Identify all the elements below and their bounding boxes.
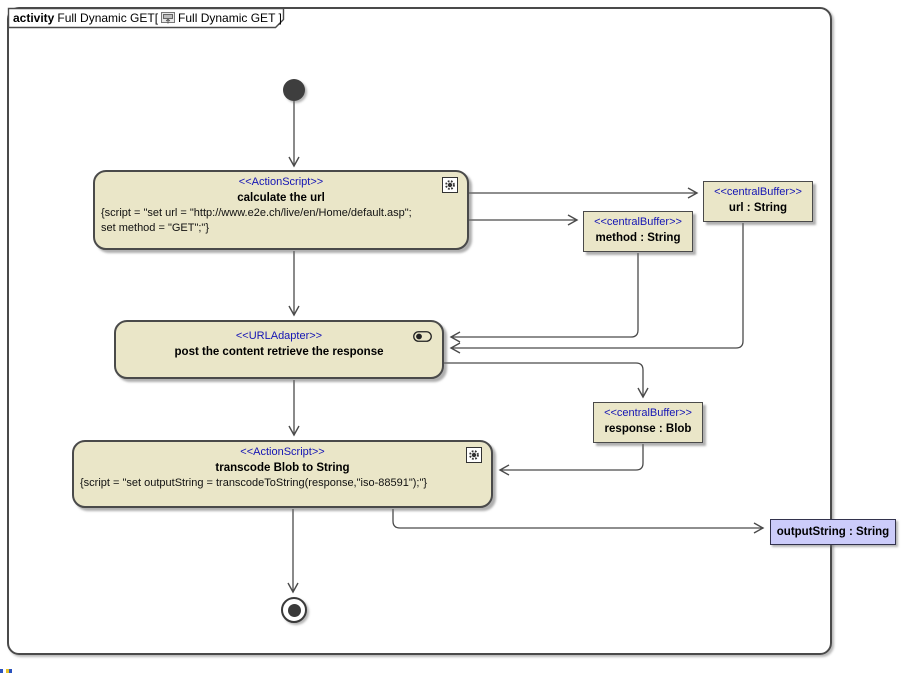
- gear-icon: [442, 177, 458, 193]
- edge-adapter-to-response-buffer[interactable]: [444, 362, 649, 399]
- buffer-name: method : String: [595, 232, 681, 244]
- activity-diagram-icon: [161, 11, 176, 25]
- screen-edge-artifact: [0, 669, 12, 673]
- stereotype-label: <<URLAdapter>>: [235, 330, 323, 342]
- activity-frame[interactable]: [7, 7, 832, 655]
- buffer-url[interactable]: <<centralBuffer>> url : String: [703, 181, 813, 222]
- edge-url-buffer-to-adapter[interactable]: [449, 223, 744, 354]
- frame-keyword: activity: [13, 11, 55, 25]
- script-text-line: {script = "set outputString = transcodeT…: [80, 477, 428, 489]
- edge-response-buffer-to-transcode[interactable]: [498, 444, 644, 476]
- final-node[interactable]: [281, 597, 307, 623]
- action-calculate-url[interactable]: <<ActionScript>> calculate the url {scri…: [93, 170, 469, 250]
- action-transcode[interactable]: <<ActionScript>> transcode Blob to Strin…: [72, 440, 493, 508]
- frame-title[interactable]: activity Full Dynamic GET[ Full Dynamic …: [8, 8, 284, 28]
- buffer-name: url : String: [728, 202, 788, 214]
- stereotype-label: <<centralBuffer>>: [604, 407, 692, 419]
- stereotype-label: <<ActionScript>>: [238, 176, 324, 188]
- stereotype-label: <<centralBuffer>>: [714, 186, 802, 198]
- frame-title-tab-shape[interactable]: [7, 7, 285, 29]
- frame-diagram-ref: Full Dynamic GET ]: [178, 11, 282, 25]
- action-name: transcode Blob to String: [215, 462, 350, 474]
- action-url-adapter[interactable]: <<URLAdapter>> post the content retrieve…: [114, 320, 444, 379]
- edge-method-buffer-to-adapter[interactable]: [449, 253, 639, 343]
- buffer-response[interactable]: <<centralBuffer>> response : Blob: [593, 402, 703, 443]
- edge-transcode-to-output-param[interactable]: [392, 509, 765, 534]
- script-text-line: {script = "set url = "http://www.e2e.ch/…: [101, 207, 412, 219]
- gear-icon: [466, 447, 482, 463]
- buffer-method[interactable]: <<centralBuffer>> method : String: [583, 211, 693, 252]
- action-name: post the content retrieve the response: [174, 346, 384, 358]
- stereotype-label: <<ActionScript>>: [240, 446, 325, 458]
- param-output-string[interactable]: outputString : String: [770, 519, 896, 545]
- final-node-dot: [287, 603, 301, 617]
- param-name: outputString : String: [776, 526, 890, 538]
- script-text-line: set method = "GET";"}: [101, 222, 210, 234]
- action-name: calculate the url: [237, 192, 325, 204]
- initial-node[interactable]: [283, 79, 305, 101]
- frame-name: Full Dynamic GET[: [57, 11, 159, 25]
- stereotype-label: <<centralBuffer>>: [594, 216, 682, 228]
- adapter-toggle-icon: [413, 329, 432, 347]
- buffer-name: response : Blob: [604, 423, 692, 435]
